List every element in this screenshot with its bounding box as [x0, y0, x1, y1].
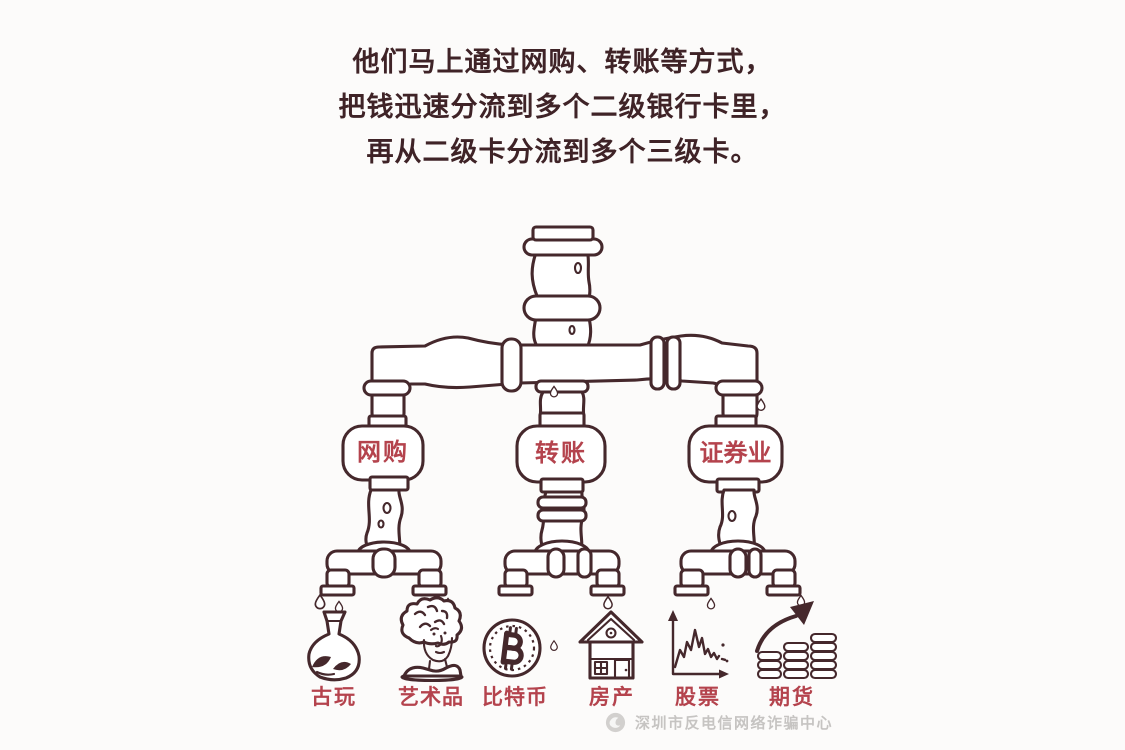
valve-transfer-icon	[515, 411, 607, 494]
valve-label-online-shopping: 网购	[357, 439, 409, 466]
futures-coins-icon	[755, 601, 838, 680]
dest-label-bitcoin: 比特币	[482, 686, 548, 709]
inlet-pipe-icon	[522, 225, 604, 350]
down-pipe-center-icon	[536, 490, 588, 555]
art-statue-icon	[399, 596, 464, 683]
watermark: 深圳市反电信网络诈骗中心	[604, 711, 833, 734]
stock-chart-icon	[668, 610, 729, 679]
splitter-left-icon	[319, 540, 448, 597]
watermark-text: 深圳市反电信网络诈骗中心	[635, 715, 834, 732]
bitcoin-icon	[482, 618, 542, 678]
splitter-center-icon	[497, 539, 626, 597]
valve-label-transfer: 转账	[535, 440, 587, 467]
house-icon	[578, 610, 644, 680]
dest-label-futures: 期货	[769, 686, 815, 709]
dest-label-real-estate: 房产	[589, 686, 635, 709]
dest-label-antiques: 古玩	[311, 686, 357, 709]
intro-line-3: 再从二级卡分流到多个三级卡。	[366, 137, 759, 167]
valve-label-securities: 证券业	[699, 440, 772, 467]
intro-line-1: 他们马上通过网购、转账等方式，	[352, 47, 773, 77]
anti-fraud-center-logo-icon	[605, 712, 626, 733]
intro-line-2: 把钱迅速分流到多个二级银行卡里，	[338, 92, 787, 122]
water-drop-icon	[314, 594, 832, 653]
antique-vase-icon	[307, 610, 361, 682]
valve-securities-icon	[687, 414, 784, 494]
dest-label-artwork: 艺术品	[398, 686, 464, 709]
manifold-pipe-icon	[362, 333, 766, 422]
valve-online-shopping-icon	[341, 414, 425, 492]
splitter-right-icon	[673, 539, 802, 597]
dest-label-stocks: 股票	[675, 686, 721, 709]
intro-text: 他们马上通过网购、转账等方式， 把钱迅速分流到多个二级银行卡里， 再从二级卡分流…	[0, 40, 1125, 175]
